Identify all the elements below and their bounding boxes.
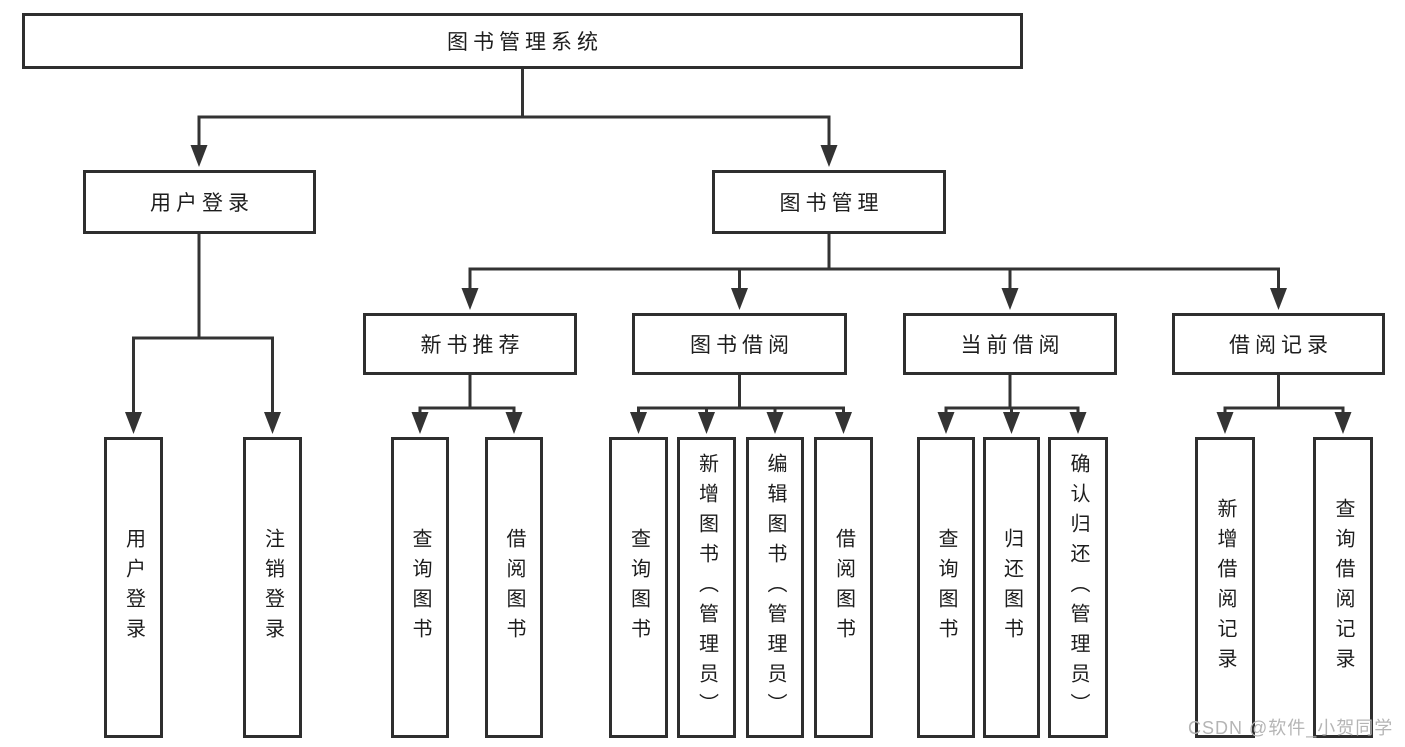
arrow-down-icon: [835, 412, 852, 434]
arrow-down-icon: [937, 412, 955, 434]
arrow-down-icon: [698, 412, 715, 434]
node-label: 注销登录: [261, 527, 284, 648]
node-label: 用户登录: [122, 527, 145, 648]
leaf-logout: 注销登录: [243, 437, 302, 738]
node-book-borrow: 图书借阅: [632, 313, 847, 375]
node-label: 新书推荐: [420, 334, 525, 357]
node-label: 归还图书: [1000, 527, 1023, 648]
leaf-return-book: 归还图书: [983, 437, 1040, 738]
node-label: 借阅记录: [1229, 334, 1333, 357]
connector-root-to-level2: [190, 66, 838, 167]
connector-user-login-to-leaves: [125, 232, 281, 434]
arrow-down-icon: [1001, 288, 1019, 310]
leaf-query-book-borrow: 查询图书: [609, 437, 668, 738]
leaf-borrow-book: 借阅图书: [814, 437, 873, 738]
node-label: 图书管理系统: [447, 31, 603, 54]
arrow-down-icon: [461, 288, 479, 310]
node-label: 编辑图书（管理员）: [764, 452, 786, 723]
arrow-down-icon: [264, 412, 281, 434]
node-label: 用户登录: [150, 192, 254, 215]
node-label: 新增图书（管理员）: [695, 452, 718, 723]
node-label: 新增借阅记录: [1214, 497, 1236, 678]
arrow-down-icon: [505, 412, 523, 434]
connector-current-borrow-to-leaves: [937, 373, 1087, 434]
leaf-query-book-recommend: 查询图书: [391, 437, 449, 738]
arrow-down-icon: [1003, 412, 1020, 434]
node-new-book-recommend: 新书推荐: [363, 313, 577, 375]
arrow-down-icon: [820, 145, 838, 167]
node-label: 查询图书: [627, 527, 650, 648]
node-label: 查询图书: [935, 527, 957, 648]
arrow-down-icon: [125, 412, 142, 434]
leaf-user-login: 用户登录: [104, 437, 163, 738]
arrow-down-icon: [731, 288, 748, 310]
node-user-login: 用户登录: [83, 170, 316, 234]
node-label: 借阅图书: [503, 527, 525, 648]
leaf-add-borrow-record: 新增借阅记录: [1195, 437, 1255, 738]
node-book-management: 图书管理: [712, 170, 946, 234]
leaf-query-borrow-record: 查询借阅记录: [1313, 437, 1373, 738]
arrow-down-icon: [190, 145, 208, 167]
node-label: 当前借阅: [960, 334, 1065, 357]
connector-book-borrow-to-leaves: [630, 373, 852, 434]
node-label: 查询图书: [409, 527, 431, 648]
node-label: 查询借阅记录: [1332, 497, 1354, 678]
node-label: 确认归还（管理员）: [1067, 452, 1089, 723]
connector-new-book-recommend-to-leaves: [411, 373, 523, 434]
leaf-confirm-return-admin: 确认归还（管理员）: [1048, 437, 1108, 738]
node-current-borrow: 当前借阅: [903, 313, 1117, 375]
arrow-down-icon: [1270, 288, 1287, 310]
arrow-down-icon: [411, 412, 429, 434]
leaf-edit-book-admin: 编辑图书（管理员）: [746, 437, 804, 738]
connector-borrow-record-to-leaves: [1216, 373, 1352, 434]
node-label: 图书借阅: [690, 334, 794, 357]
arrow-down-icon: [1216, 412, 1234, 434]
node-label: 借阅图书: [832, 527, 855, 648]
arrow-down-icon: [630, 412, 647, 434]
leaf-query-book-current: 查询图书: [917, 437, 975, 738]
csdn-watermark: CSDN @软件_小贺同学: [1188, 718, 1394, 738]
node-library-management-system: 图书管理系统: [22, 13, 1023, 69]
node-label: 图书管理: [779, 192, 884, 215]
arrow-down-icon: [1069, 412, 1087, 434]
arrow-down-icon: [766, 412, 784, 434]
leaf-add-book-admin: 新增图书（管理员）: [677, 437, 736, 738]
arrow-down-icon: [1334, 412, 1352, 434]
leaf-borrow-book-recommend: 借阅图书: [485, 437, 543, 738]
node-borrow-record: 借阅记录: [1172, 313, 1385, 375]
connector-book-management-to-level3: [461, 232, 1287, 310]
